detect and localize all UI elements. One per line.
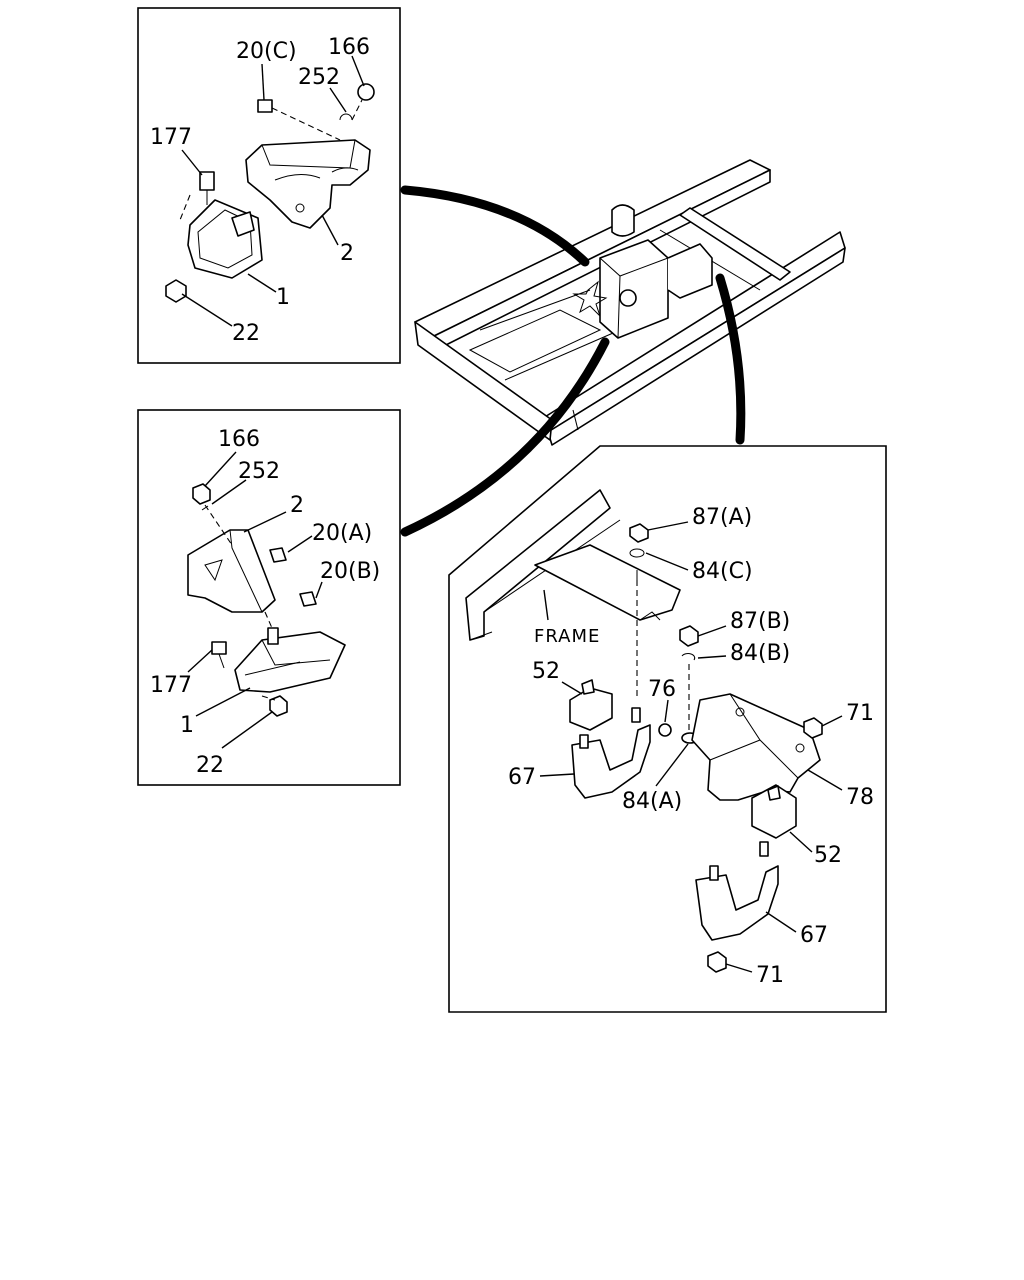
bracket-2-part: [245, 139, 371, 229]
top-left-panel: 20(C) 166 252 177 2 1 22: [137, 7, 401, 364]
label-nut-87a: 87(A): [692, 505, 752, 530]
label-nut-87b: 87(B): [730, 609, 790, 634]
label-bolt-177: 177: [150, 673, 192, 698]
label-bracket-2: 2: [290, 493, 304, 518]
label-bolt-177: 177: [150, 125, 192, 150]
callout-arc-top: [400, 185, 590, 267]
right-panel: FRAME 87(A) 84(C) 87(B) 84(B) 52 76 71 6…: [448, 445, 887, 1013]
top-left-panel-border: [137, 7, 401, 364]
bracket-67-right-part: [695, 865, 779, 941]
label-bracket-67-left: 67: [508, 765, 536, 790]
label-washer-84a: 84(A): [622, 789, 682, 814]
label-nut-22: 22: [196, 753, 224, 778]
label-bracket-2: 2: [340, 241, 354, 266]
label-nut-166: 166: [218, 427, 260, 452]
label-crossmember-78: 78: [846, 785, 874, 810]
right-panel-border: [448, 445, 887, 1013]
label-nut-22: 22: [232, 321, 260, 346]
label-insulator-1: 1: [276, 285, 290, 310]
label-bracket-67-right: 67: [800, 923, 828, 948]
crossmember-78-part: [691, 693, 821, 801]
bottom-left-panel: 166 252 2 20(A) 20(B) 177 1 22: [137, 409, 401, 786]
label-nut-166: 166: [328, 35, 370, 60]
label-washer-84b: 84(B): [730, 641, 790, 666]
label-mount-52-left: 52: [532, 659, 560, 684]
label-washer-252: 252: [298, 65, 340, 90]
label-nut-71-top: 71: [846, 701, 874, 726]
label-nut-76: 76: [648, 677, 676, 702]
label-bolt-20c: 20(C): [236, 39, 297, 64]
label-insulator-1: 1: [180, 713, 194, 738]
label-nut-71-bottom: 71: [756, 963, 784, 988]
bracket-67-left-part: [571, 724, 651, 799]
callout-arc-right: [715, 273, 746, 445]
bottom-left-panel-border: [137, 409, 401, 786]
callout-arc-bottom: [400, 337, 610, 537]
mount-52-right-part: [751, 784, 797, 839]
insulator-1-part: [234, 631, 346, 693]
label-bolt-20b: 20(B): [320, 559, 380, 584]
label-frame: FRAME: [534, 626, 600, 647]
mount-52-left-part: [569, 687, 613, 731]
label-mount-52-right: 52: [814, 843, 842, 868]
chassis-frame-overview: [414, 159, 846, 446]
label-washer-84c: 84(C): [692, 559, 753, 584]
label-washer-252: 252: [238, 459, 280, 484]
label-bolt-20a: 20(A): [312, 521, 372, 546]
